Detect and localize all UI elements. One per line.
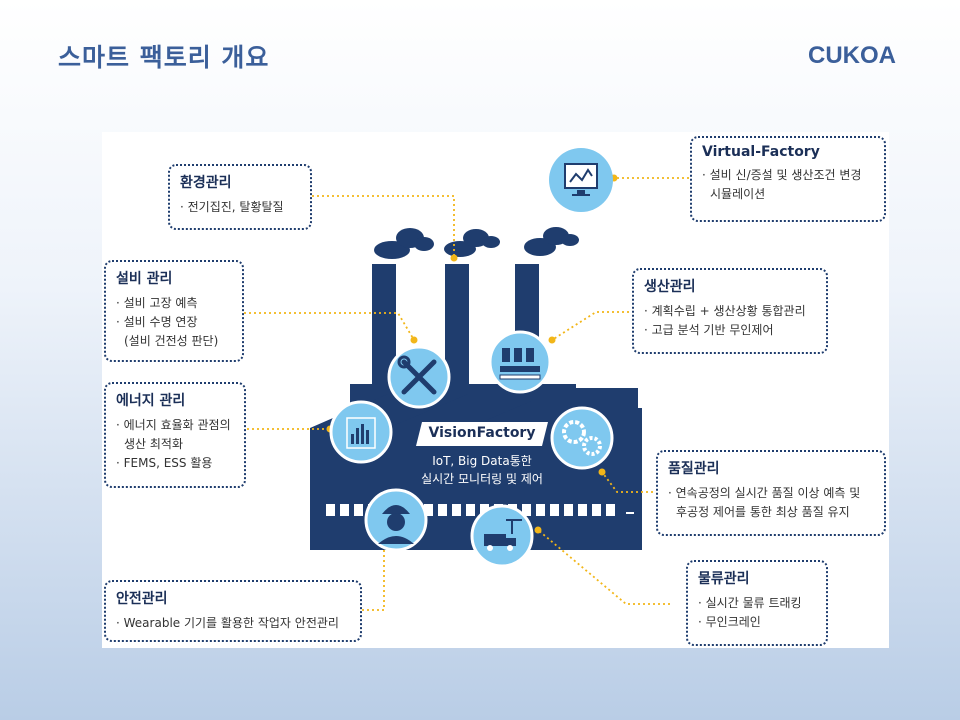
tools-icon [387,345,451,409]
factory-diagram [242,148,694,611]
box-item: 에너지 효율화 관점의 [116,416,234,435]
box-item: 생산 최적화 [124,437,184,451]
box-item: 설비 수명 연장 [116,313,232,332]
box-title: 생산관리 [644,279,696,295]
smoke-clouds [374,227,579,259]
slide-title: 스마트 팩토리 개요 [58,43,270,72]
box-title: 에너지 관리 [116,393,186,409]
logistics-truck-icon [470,504,534,568]
box-item: 전기집진, 탈황탈질 [180,198,300,217]
box-item: 계획수립 + 생산상황 통합관리 [644,302,816,321]
worker-icon [364,488,428,552]
box-title: 품질관리 [668,461,720,477]
box-item: Wearable 기기를 활용한 작업자 안전관리 [116,614,350,633]
factory-desc-line2: 실시간 모니터링 및 제어 [421,472,543,486]
box-item: 시뮬레이션 [710,187,766,201]
production-line-icon [488,330,552,394]
monitor-chart-icon [549,148,613,212]
brand-logo-text: CUKOA [808,42,896,69]
box-safety: 안전관리 Wearable 기기를 활용한 작업자 안전관리 [104,580,362,642]
diagram-panel: VisionFactory IoT, Big Data통한 실시간 모니터링 및… [102,132,889,648]
box-item: 후공정 제어를 통한 최상 품질 유지 [676,505,850,519]
box-title: 환경관리 [180,175,232,191]
box-item: FEMS, ESS 활용 [116,454,234,473]
box-item: 실시간 물류 트래킹 [698,594,816,613]
box-production: 생산관리 계획수립 + 생산상황 통합관리 고급 분석 기반 무인제어 [632,268,828,354]
box-item: 설비 고장 예측 [116,294,232,313]
connector-lines [242,177,694,611]
factory-desc-line1: IoT, Big Data통한 [432,454,532,468]
box-title: 설비 관리 [116,271,173,287]
box-title: 안전관리 [116,591,168,607]
box-energy: 에너지 관리 에너지 효율화 관점의 생산 최적화 FEMS, ESS 활용 [104,382,246,488]
box-item: 고급 분석 기반 무인제어 [644,321,816,340]
box-title: 물류관리 [698,571,750,587]
box-item: 설비 신/증설 및 생산조건 변경 [702,166,874,185]
box-item: (설비 건전성 판단) [124,334,219,348]
factory-name: VisionFactory [428,425,536,441]
box-item: 무인크레인 [698,613,816,632]
box-equipment: 설비 관리 설비 고장 예측 설비 수명 연장 (설비 건전성 판단) [104,260,244,362]
box-quality: 품질관리 연속공정의 실시간 품질 이상 예측 및 후공정 제어를 통한 최상 … [656,450,886,536]
gears-icon [550,406,614,470]
box-logistics: 물류관리 실시간 물류 트래킹 무인크레인 [686,560,828,646]
box-item: 연속공정의 실시간 품질 이상 예측 및 [668,484,874,503]
factory-name-banner [416,422,548,446]
box-title: Virtual-Factory [702,144,820,160]
box-virtual-factory: Virtual-Factory 설비 신/증설 및 생산조건 변경 시뮬레이션 [690,136,886,222]
chart-icon [329,400,393,464]
box-environment: 환경관리 전기집진, 탈황탈질 [168,164,312,230]
